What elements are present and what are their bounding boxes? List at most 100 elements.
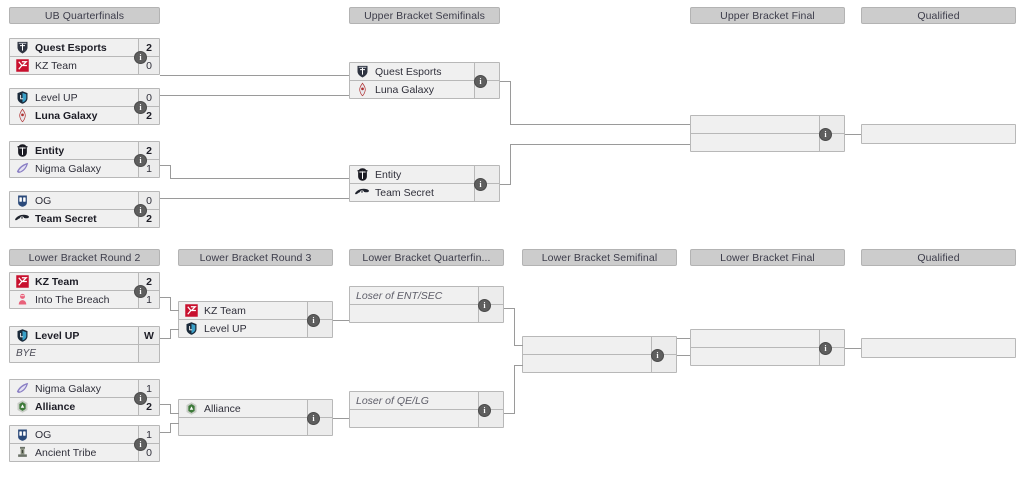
match-lb-final[interactable]: [690, 329, 845, 366]
match-opponent-top[interactable]: [523, 337, 676, 355]
round-header-label: Qualified: [917, 251, 960, 264]
connector: [170, 423, 179, 424]
qualified-slot[interactable]: [862, 125, 1015, 143]
match-lb-r2-2[interactable]: Level UP W BYE: [9, 326, 160, 363]
connector: [170, 75, 349, 76]
match-info-icon[interactable]: i: [134, 438, 147, 451]
match-info-icon[interactable]: i: [134, 51, 147, 64]
match-lb-semifinal[interactable]: [522, 336, 677, 373]
connector: [510, 144, 690, 145]
connector: [510, 144, 511, 185]
connector: [170, 329, 171, 339]
match-info-icon[interactable]: i: [478, 404, 491, 417]
match-opponent-bottom[interactable]: Alliance 2: [10, 398, 159, 415]
team-logo-team-secret: [12, 210, 32, 227]
round-header-label: Upper Bracket Semifinals: [364, 9, 485, 22]
team-logo-into-the-breach: [12, 291, 32, 308]
match-info-icon[interactable]: i: [819, 128, 832, 141]
round-header-lb-round-2[interactable]: Lower Bracket Round 2: [9, 249, 160, 266]
connector: [160, 165, 171, 166]
qualified-slot[interactable]: [862, 339, 1015, 357]
match-opponent-top[interactable]: KZ Team 2: [10, 273, 159, 291]
team-name: Nigma Galaxy: [35, 382, 101, 395]
match-ub-qualified[interactable]: [861, 124, 1016, 144]
match-opponent-top[interactable]: Nigma Galaxy 1: [10, 380, 159, 398]
team-name: Alliance: [204, 402, 241, 415]
match-lb-qf-2[interactable]: Loser of QE/LG: [349, 391, 504, 428]
connector: [170, 413, 179, 414]
match-opponent-bottom[interactable]: [691, 348, 844, 365]
round-header-lb-qualified[interactable]: Qualified: [861, 249, 1016, 266]
team-name: Entity: [35, 144, 65, 157]
team-name: Loser of ENT/SEC: [356, 289, 443, 302]
team-name: KZ Team: [204, 304, 246, 317]
connector: [500, 81, 511, 82]
round-header-lb-round-3[interactable]: Lower Bracket Round 3: [178, 249, 333, 266]
match-opponent-bottom[interactable]: Team Secret 2: [10, 210, 159, 227]
match-info-icon[interactable]: i: [474, 178, 487, 191]
connector: [514, 345, 523, 346]
round-header-lb-semifinal[interactable]: Lower Bracket Semifinal: [522, 249, 677, 266]
team-logo-kz-team: [181, 302, 201, 319]
round-header-ub-semifinals[interactable]: Upper Bracket Semifinals: [349, 7, 500, 24]
match-opponent-top[interactable]: OG 1: [10, 426, 159, 444]
team-name: Into The Breach: [35, 293, 110, 306]
team-name: Ancient Tribe: [35, 446, 97, 459]
connector: [333, 418, 349, 419]
match-info-icon[interactable]: i: [651, 349, 664, 362]
match-info-icon[interactable]: i: [134, 204, 147, 217]
match-info-icon[interactable]: i: [134, 285, 147, 298]
match-info-icon[interactable]: i: [474, 75, 487, 88]
team-logo-level-up: [181, 320, 201, 337]
match-info-icon[interactable]: i: [478, 299, 491, 312]
match-info-icon[interactable]: i: [819, 342, 832, 355]
team-logo-team-secret: [352, 184, 372, 201]
team-name: Luna Galaxy: [375, 83, 434, 96]
team-score: W: [138, 327, 159, 344]
connector: [677, 338, 690, 339]
team-logo-kz-team: [12, 273, 32, 290]
team-logo-alliance: [181, 400, 201, 417]
match-opponent-top[interactable]: Entity 2: [10, 142, 159, 160]
match-opponent-bottom[interactable]: [691, 134, 844, 151]
team-name: KZ Team: [35, 275, 79, 288]
match-opponent-bottom[interactable]: Ancient Tribe 0: [10, 444, 159, 461]
match-ub-qf-3[interactable]: Entity 2 Nigma Galaxy 1: [9, 141, 160, 178]
team-name: Alliance: [35, 400, 76, 413]
team-logo-alliance: [12, 398, 32, 415]
match-lb-r3-2[interactable]: Alliance: [178, 399, 333, 436]
match-opponent-top[interactable]: [691, 330, 844, 348]
connector: [510, 81, 511, 125]
team-logo-level-up: [12, 89, 32, 106]
match-lb-qualified[interactable]: [861, 338, 1016, 358]
match-lb-qf-1[interactable]: Loser of ENT/SEC: [349, 286, 504, 323]
round-header-ub-quarterfinals[interactable]: UB Quarterfinals: [9, 7, 160, 24]
round-header-ub-qualified[interactable]: Qualified: [861, 7, 1016, 24]
connector: [170, 404, 171, 414]
match-lb-r2-3[interactable]: Nigma Galaxy 1 Alliance 2: [9, 379, 160, 416]
match-info-icon[interactable]: i: [134, 392, 147, 405]
match-opponent-bottom[interactable]: [523, 355, 676, 372]
round-header-lb-final[interactable]: Lower Bracket Final: [690, 249, 845, 266]
match-opponent-bottom[interactable]: KZ Team 0: [10, 57, 159, 74]
match-opponent-top[interactable]: Quest Esports: [350, 63, 499, 81]
match-info-icon[interactable]: i: [134, 154, 147, 167]
match-info-icon[interactable]: i: [134, 101, 147, 114]
match-lb-r3-1[interactable]: KZ Team Level UP: [178, 301, 333, 338]
match-info-icon[interactable]: i: [307, 412, 320, 425]
team-logo-ancient-tribe: [12, 444, 32, 461]
team-name: Luna Galaxy: [35, 109, 98, 122]
team-logo-og: [12, 426, 32, 443]
connector: [510, 124, 690, 125]
connector: [170, 198, 349, 199]
match-opponent-top[interactable]: Alliance: [179, 400, 332, 418]
round-header-label: Upper Bracket Final: [720, 9, 815, 22]
round-header-ub-final[interactable]: Upper Bracket Final: [690, 7, 845, 24]
match-opponent-bottom[interactable]: BYE: [10, 345, 159, 362]
match-opponent-top[interactable]: OG 0: [10, 192, 159, 210]
team-logo-kz-team: [12, 57, 32, 74]
match-opponent-top[interactable]: Level UP W: [10, 327, 159, 345]
connector: [514, 365, 515, 414]
match-info-icon[interactable]: i: [307, 314, 320, 327]
round-header-lb-quarterfinals[interactable]: Lower Bracket Quarterfin...: [349, 249, 504, 266]
